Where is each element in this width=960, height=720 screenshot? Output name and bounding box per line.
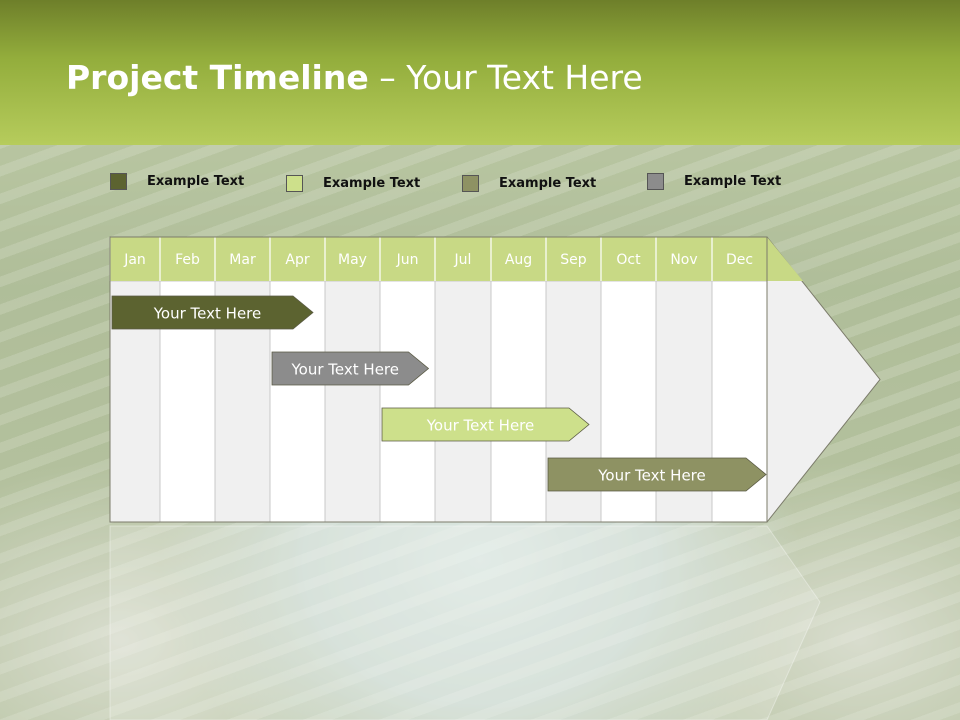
timeline-bar-label-2: Your Text Here — [291, 361, 399, 379]
legend-swatch-3 — [462, 174, 479, 192]
title-bold: Project Timeline — [66, 58, 369, 97]
timeline-bar-label-4: Your Text Here — [597, 467, 705, 485]
month-column-aug — [490, 280, 547, 523]
timeline-bar-3 — [381, 407, 590, 442]
header-band — [0, 0, 960, 145]
month-label-feb: Feb — [175, 252, 200, 268]
title-rest: – Your Text Here — [368, 58, 643, 97]
legend-item-1: Example Text — [110, 170, 244, 192]
legend-swatch-2 — [286, 174, 303, 192]
month-label-sep: Sep — [560, 252, 587, 268]
month-column-may — [324, 280, 381, 523]
month-column-jun — [379, 280, 436, 523]
timeline-frame — [109, 236, 768, 523]
month-label-mar: Mar — [229, 252, 256, 268]
legend-item-3: Example Text — [462, 172, 596, 194]
legend-item-2: Example Text — [286, 172, 420, 194]
month-label-aug: Aug — [505, 252, 532, 268]
month-label-may: May — [338, 252, 367, 268]
timeline-bar-4 — [547, 457, 767, 492]
month-label-apr: Apr — [285, 252, 309, 268]
month-label-jul: Jul — [454, 252, 472, 268]
month-label-jan: Jan — [123, 252, 146, 268]
month-label-jun: Jun — [396, 252, 419, 268]
timeline-reflection — [109, 525, 821, 720]
legend-label-1: Example Text — [147, 173, 245, 189]
month-header-row: Jan Feb Mar Apr May Jun Jul Aug Sep Oct Nov Dec — [109, 236, 803, 523]
timeline-bar-2 — [271, 351, 430, 386]
month-column-jul — [434, 280, 492, 523]
legend-swatch-1 — [110, 172, 127, 190]
page-title: Project Timeline – Your Text Here — [66, 58, 643, 97]
reflection-shape — [109, 525, 821, 720]
timeline-bar-1 — [111, 295, 314, 330]
legend-label-4: Example Text — [684, 173, 782, 189]
legend-swatch-4 — [647, 172, 664, 190]
month-label-dec: Dec — [726, 252, 753, 268]
legend-label-2: Example Text — [323, 175, 421, 191]
timeline-bar-label-1: Your Text Here — [153, 305, 261, 323]
legend-label-3: Example Text — [499, 175, 597, 191]
timeline-bar-label-3: Your Text Here — [426, 417, 534, 435]
month-header-band — [110, 237, 803, 281]
legend-item-4: Example Text — [647, 170, 781, 192]
month-label-nov: Nov — [670, 252, 697, 268]
month-label-oct: Oct — [616, 252, 641, 268]
